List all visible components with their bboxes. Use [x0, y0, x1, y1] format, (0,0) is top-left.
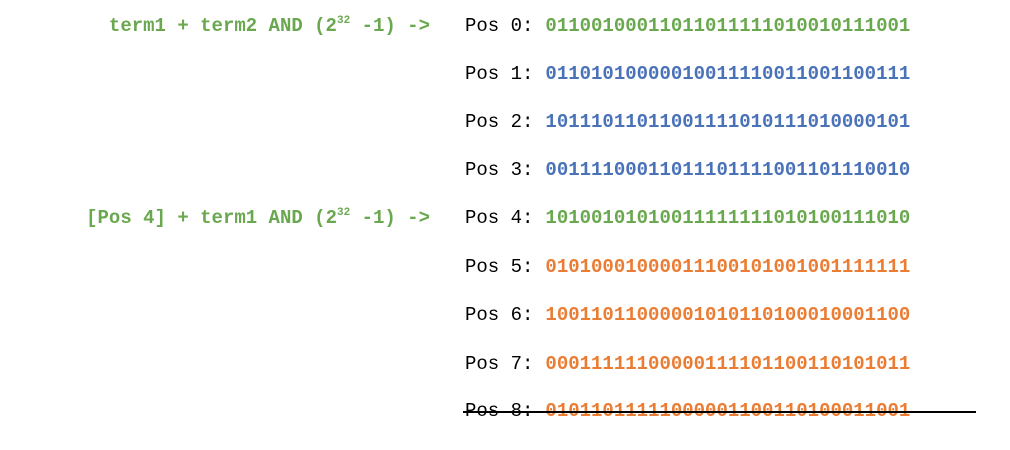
row-pos-1: Pos 1: 01101010000010011110011001100111 [465, 62, 910, 86]
annotation-exponent: 32 [336, 14, 351, 27]
row-pos-6: Pos 6: 10011011000001010110100010001100 [465, 303, 910, 327]
annotation-suffix: -1) -> [350, 15, 430, 37]
annotation-suffix: -1) -> [350, 207, 430, 229]
row-bits: 00111100011011101111001101110010 [545, 159, 911, 181]
row-pos-0: Pos 0: 01100100011011011111010010111001 [465, 14, 910, 38]
strikethrough-line [463, 411, 976, 413]
annotation-exponent: 32 [336, 206, 351, 219]
row-bits: 01100100011011011111010010111001 [545, 15, 911, 37]
row-bits: 10111011011001111010111010000101 [545, 111, 911, 133]
row-pos-7: Pos 7: 00011111100000111101100110101011 [465, 352, 910, 376]
row-label: Pos 5: [465, 256, 534, 278]
row-pos-2: Pos 2: 10111011011001111010111010000101 [465, 110, 910, 134]
row-bits: 10100101010011111111010100111010 [545, 207, 911, 229]
row-pos-4: Pos 4: 10100101010011111111010100111010 [465, 206, 910, 230]
row-label: Pos 7: [465, 353, 534, 375]
annotation-term1-plus-term2: term1 + term2 AND (232 -1) -> [109, 15, 430, 37]
row-label: Pos 1: [465, 63, 534, 85]
annotation-pos4-plus-term1: [Pos 4] + term1 AND (232 -1) -> [86, 207, 430, 229]
row-bits: 00011111100000111101100110101011 [545, 353, 911, 375]
annotation-prefix: [Pos 4] + term1 AND (2 [86, 207, 337, 229]
row-pos-5: Pos 5: 01010001000011100101001001111111 [465, 255, 910, 279]
row-bits: 01101010000010011110011001100111 [545, 63, 911, 85]
row-bits: 01010001000011100101001001111111 [545, 256, 911, 278]
row-label: Pos 6: [465, 304, 534, 326]
row-pos-3: Pos 3: 00111100011011101111001101110010 [465, 158, 910, 182]
row-label: Pos 2: [465, 111, 534, 133]
annotation-prefix: term1 + term2 AND (2 [108, 15, 337, 37]
row-label: Pos 0: [465, 15, 534, 37]
row-bits: 10011011000001010110100010001100 [545, 304, 911, 326]
row-label: Pos 4: [465, 207, 534, 229]
row-label: Pos 3: [465, 159, 534, 181]
